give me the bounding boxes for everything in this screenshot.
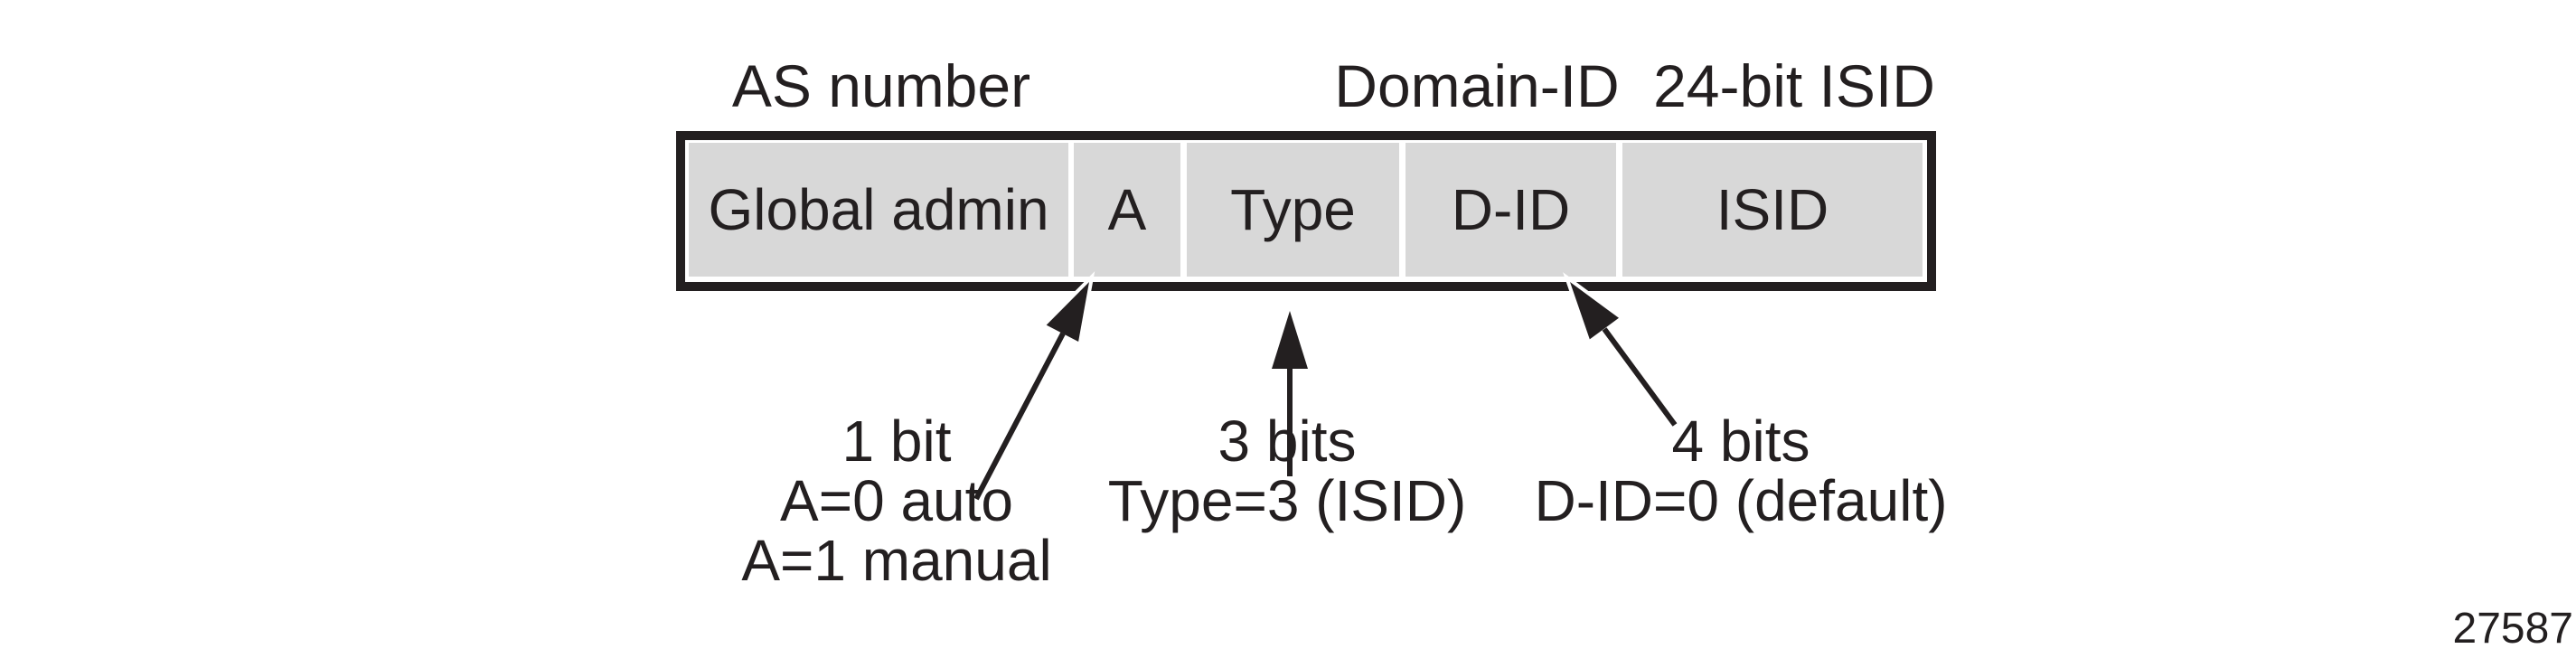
annotation-line: 4 bits: [1671, 409, 1810, 474]
arrow-d-id: [1563, 272, 1683, 433]
label-domain-id: Domain-ID: [1334, 52, 1620, 119]
cell-isid: ISID: [1622, 143, 1923, 277]
cell-d-id: D-ID: [1406, 143, 1616, 277]
label-as-number: AS number: [731, 52, 1031, 119]
annotation-line: 1 bit: [841, 409, 952, 474]
annotation-line: A=1 manual: [741, 528, 1052, 593]
annotation-line: 3 bits: [1217, 409, 1357, 474]
annotation-line: A=0 auto: [780, 468, 1013, 533]
cell-a-flag: A: [1074, 143, 1180, 277]
figure-number: 27587: [2452, 605, 2573, 653]
annotation-line: Type=3 (ISID): [1107, 468, 1467, 533]
annotation-a-flag: 1 bit A=0 auto A=1 manual: [741, 411, 1051, 590]
label-24bit-isid: 24-bit ISID: [1653, 52, 1935, 119]
cell-type: Type: [1187, 143, 1399, 277]
annotation-line: D-ID=0 (default): [1534, 468, 1948, 533]
annotation-type: 3 bits Type=3 (ISID): [1108, 411, 1467, 531]
cell-global-admin: Global admin: [689, 143, 1068, 277]
annotation-d-id: 4 bits D-ID=0 (default): [1534, 411, 1947, 531]
